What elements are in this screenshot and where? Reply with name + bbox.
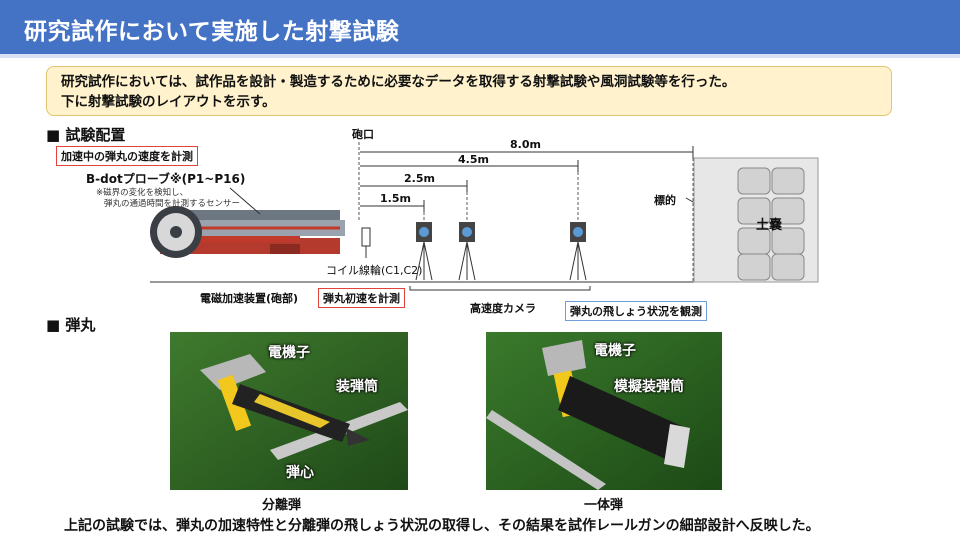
- callout-flight-observe: 弾丸の飛しょう状況を観測: [565, 301, 707, 321]
- intro-line-1: 研究試作においては、試作品を設計・製造するために必要なデータを取得する射撃試験や…: [61, 74, 736, 90]
- launcher-label: 電磁加速装置(砲部): [200, 292, 299, 305]
- photo1-sabot-label: 装弾筒: [336, 379, 378, 395]
- photo2-armature-label: 電機子: [594, 343, 636, 359]
- bdot-probe-label: B-dotプローブ※(P1~P16): [86, 172, 246, 186]
- coil-marker: [361, 227, 371, 247]
- page-title: 研究試作において実施した射撃試験: [24, 19, 400, 45]
- camera-1: [415, 222, 433, 281]
- bdot-note-2: 弾丸の通過時間を計測するセンサー: [104, 199, 241, 209]
- photo1-core-label: 弾心: [286, 465, 314, 481]
- breech-hub: [170, 226, 182, 238]
- photo2-dummy-sabot-label: 模擬装弾筒: [614, 379, 684, 395]
- photo1-armature-label: 電機子: [268, 345, 310, 361]
- title-bar: [0, 0, 960, 54]
- callout-speed-measure: 加速中の弾丸の速度を計測: [56, 146, 198, 166]
- section-heading-layout: ■ 試験配置: [46, 126, 126, 144]
- callout-initial-velocity: 弾丸初速を計測: [318, 288, 405, 308]
- camera-bracket: [409, 286, 591, 291]
- camera-2: [458, 222, 476, 281]
- photo-integrated-projectile: [486, 332, 722, 490]
- photo2-caption: 一体弾: [584, 498, 624, 513]
- muzzle-label: 砲口: [352, 128, 374, 141]
- distance-8m-label: 8.0m: [510, 138, 541, 151]
- distance-1_5m-label: 1.5m: [380, 192, 411, 205]
- sandbag-label: 土嚢: [756, 218, 783, 233]
- section-heading-projectile: ■ 弾丸: [46, 316, 96, 334]
- bdot-pointer: [229, 187, 261, 215]
- distance-markers: [360, 146, 694, 212]
- photo1-caption: 分離弾: [262, 498, 302, 513]
- target-label: 標的: [654, 194, 676, 207]
- distance-2_5m-label: 2.5m: [404, 172, 435, 185]
- launcher-foot: [270, 244, 300, 254]
- launcher-rail: [190, 210, 340, 220]
- coil-label: コイル線輪(C1,C2): [326, 264, 423, 277]
- conclusion-text: 上記の試験では、弾丸の加速特性と分離弾の飛しょう状況の取得し、その結果を試作レー…: [64, 518, 820, 534]
- camera-3: [569, 222, 587, 281]
- photo-separating-projectile: [170, 332, 408, 490]
- intro-line-2: 下に射撃試験のレイアウトを示す。: [61, 94, 276, 110]
- title-divider: [0, 54, 960, 58]
- distance-4_5m-label: 4.5m: [458, 153, 489, 166]
- test-layout-diagram: [150, 142, 819, 291]
- sandbag-stack: [737, 167, 805, 281]
- intro-box: 研究試作においては、試作品を設計・製造するために必要なデータを取得する射撃試験や…: [46, 66, 892, 116]
- camera-label: 高速度カメラ: [470, 302, 536, 315]
- bdot-note-1: ※磁界の変化を検知し、: [96, 188, 189, 198]
